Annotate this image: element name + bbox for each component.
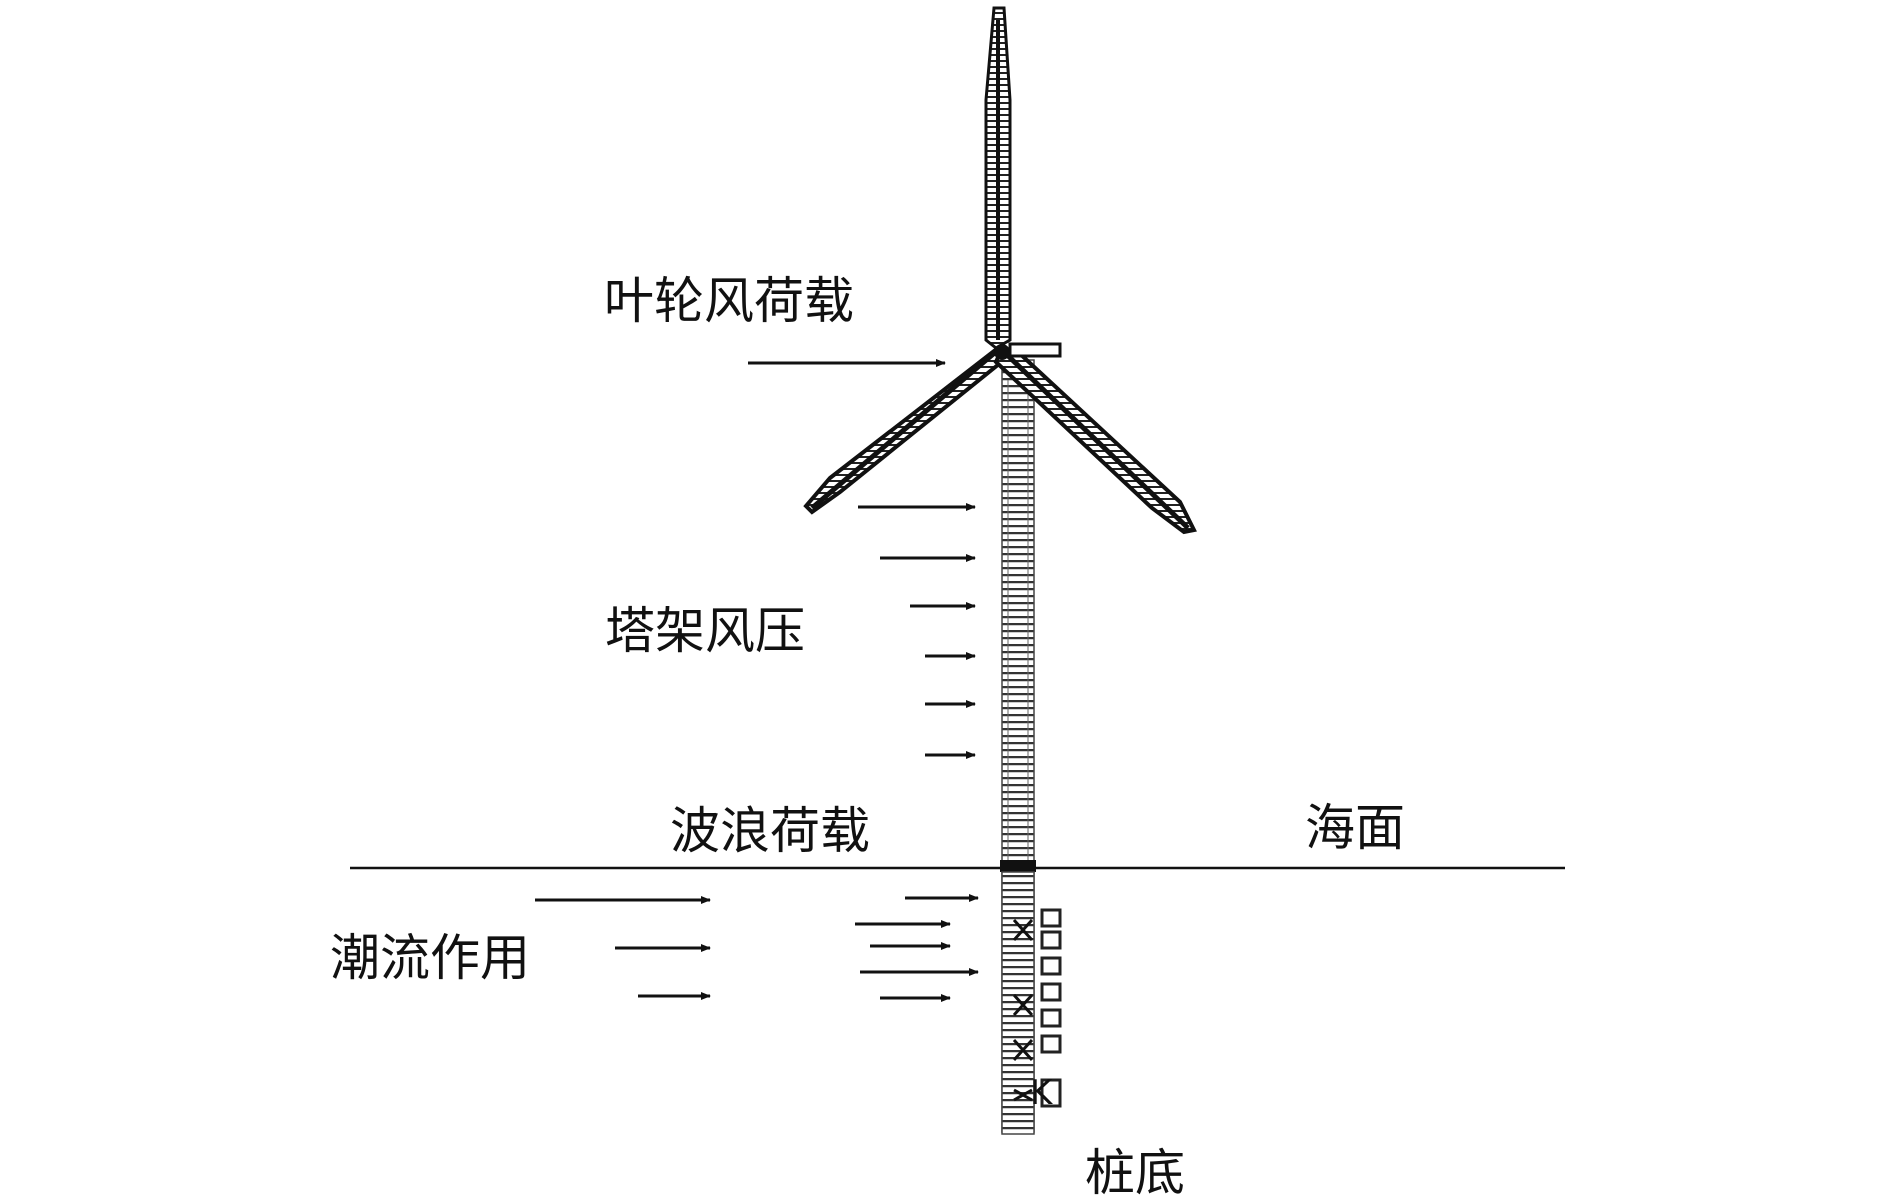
nacelle: [1008, 342, 1062, 358]
hub: [994, 344, 1010, 360]
wave-load-label: 波浪荷载: [670, 802, 870, 860]
svg-text:K: K: [1030, 1073, 1054, 1113]
wave-load-arrows: [855, 894, 979, 1002]
right-blade: [993, 345, 1197, 535]
tidal-current-arrows: [535, 896, 711, 1000]
tidal-current-action-label: 潮流作用: [330, 929, 530, 987]
left-blade: [803, 344, 1007, 515]
tower-wind-pressure-arrows: [858, 503, 976, 759]
tower-wind-pressure-label: 塔架风压: [605, 602, 805, 660]
rotor-wind-load-label: 叶轮风荷载: [604, 272, 854, 330]
pile-detail: K: [1001, 871, 1062, 1135]
pile-bottom-label: 桩底: [1085, 1144, 1185, 1196]
sea-surface-label: 海面: [1305, 799, 1405, 857]
upper-blade: [984, 6, 1012, 350]
